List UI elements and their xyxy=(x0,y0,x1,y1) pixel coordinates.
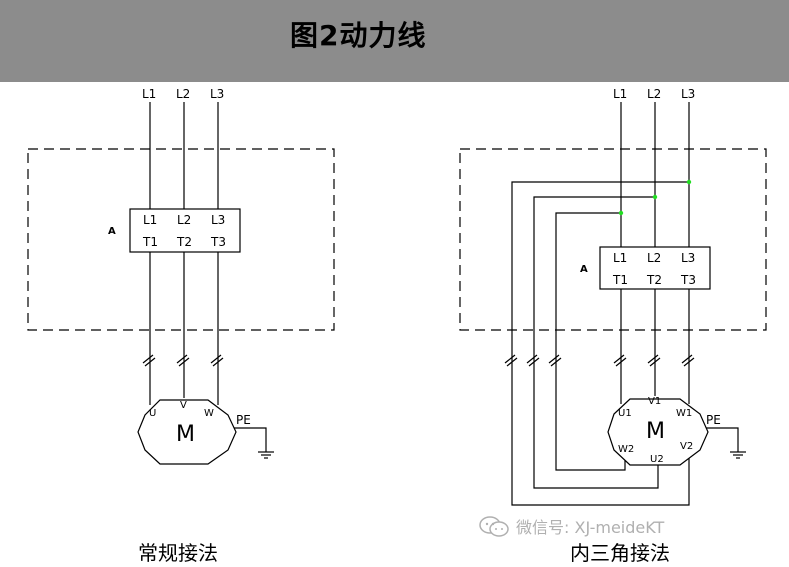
ground-symbol-right xyxy=(730,451,746,459)
delta-loop-outer xyxy=(511,181,690,506)
caption-inside-delta-connection: 内三角接法 xyxy=(570,541,670,565)
motor-terminal-v2: V2 xyxy=(680,441,693,452)
enclosure-outline-right xyxy=(459,148,767,331)
supply-label-l1-right: L1 xyxy=(613,87,627,101)
block-label-l2-left: L2 xyxy=(177,213,191,227)
soft-starter-block-right xyxy=(599,246,711,290)
wechat-icon xyxy=(479,516,509,537)
watermark-text: 微信号: XJ-meideKT xyxy=(516,518,665,537)
pe-wire-right xyxy=(706,427,739,452)
block-label-t2-right: T2 xyxy=(646,273,662,287)
title-banner: 图2动力线 xyxy=(0,0,789,82)
motor-terminal-w2: W2 xyxy=(618,444,634,455)
block-label-t3-left: T3 xyxy=(210,235,226,249)
motor-terminal-u: U xyxy=(149,408,156,419)
motor-terminal-v: V xyxy=(180,400,187,411)
block-label-l1-left: L1 xyxy=(143,213,157,227)
supply-label-l2-left: L2 xyxy=(176,87,190,101)
delta-loop-inner xyxy=(555,212,626,471)
junction-dot-l2 xyxy=(652,194,658,200)
delta-loop-middle xyxy=(533,196,659,489)
motor-label-right: M xyxy=(646,419,665,444)
block-label-t3-right: T3 xyxy=(680,273,696,287)
supply-label-l2-right: L2 xyxy=(647,87,661,101)
motor-terminal-u1: U1 xyxy=(618,408,632,419)
block-label-l3-left: L3 xyxy=(211,213,225,227)
junction-dot-l1 xyxy=(618,210,624,216)
enclosure-outline-left xyxy=(27,148,335,331)
motor-terminal-w1: W1 xyxy=(676,408,692,419)
motor-label-left: M xyxy=(176,422,195,447)
junction-dots xyxy=(618,179,692,216)
terminal-marks-right xyxy=(504,354,695,367)
block-marker-left: A xyxy=(108,226,116,237)
block-label-l3-right: L3 xyxy=(681,251,695,265)
supply-label-l3-left: L3 xyxy=(210,87,224,101)
ground-symbol-left xyxy=(258,451,274,459)
pe-label-right: PE xyxy=(706,413,721,427)
motor-left xyxy=(137,399,237,465)
supply-label-l1-left: L1 xyxy=(142,87,156,101)
block-label-t1-right: T1 xyxy=(612,273,628,287)
motor-terminal-u2: U2 xyxy=(650,454,664,465)
block-label-l1-right: L1 xyxy=(613,251,627,265)
block-label-l2-right: L2 xyxy=(647,251,661,265)
supply-label-l3-right: L3 xyxy=(681,87,695,101)
block-label-t1-left: T1 xyxy=(142,235,158,249)
caption-standard-connection: 常规接法 xyxy=(138,541,218,565)
junction-dot-l3 xyxy=(686,179,692,185)
terminal-marks-left xyxy=(142,354,224,367)
motor-terminal-v1: V1 xyxy=(648,396,661,407)
motor-right xyxy=(607,398,709,466)
pe-wire-left xyxy=(234,427,267,452)
wechat-watermark: 微信号: XJ-meideKT xyxy=(478,514,664,538)
soft-starter-block-left xyxy=(129,208,241,253)
page-title: 图2动力线 xyxy=(290,19,427,52)
block-label-t2-left: T2 xyxy=(176,235,192,249)
motor-terminal-w: W xyxy=(204,408,214,419)
pe-label-left: PE xyxy=(236,413,251,427)
block-marker-right: A xyxy=(580,264,588,275)
